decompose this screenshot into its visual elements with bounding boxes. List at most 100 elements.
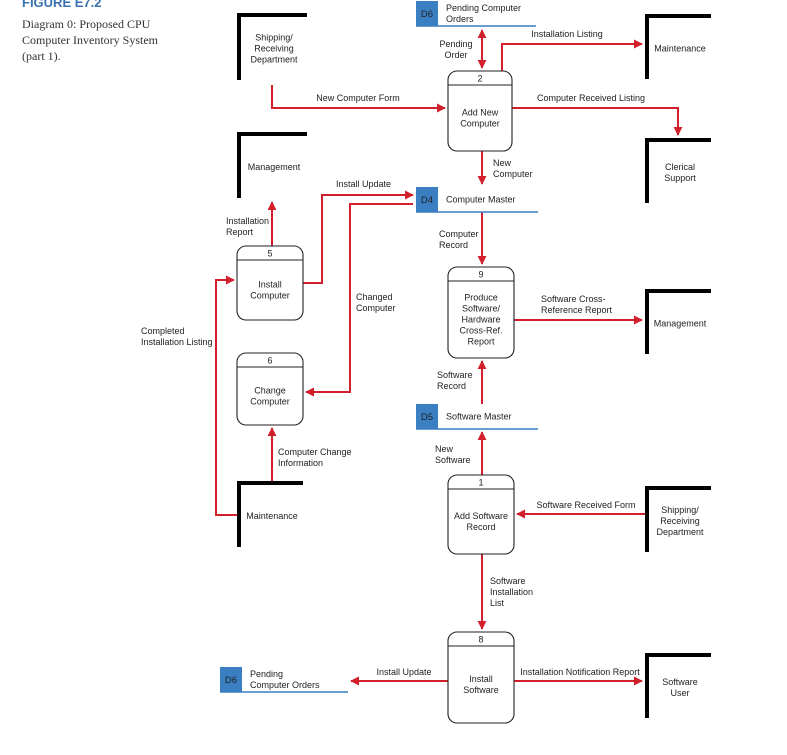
flow-label-line-2: Software (435, 455, 471, 465)
store-id-box (416, 187, 438, 212)
flow-label-install-update-bottom: Install Update (376, 667, 431, 677)
process-id: 5 (267, 249, 272, 259)
flow-label-line-1: Software Cross- (541, 294, 606, 304)
flow-label-line-2: Reference Report (541, 305, 613, 315)
entity-maintenance-top: Maintenance (645, 14, 711, 79)
entity-name-line-1: Shipping/ (255, 33, 293, 43)
flow-label-line-1: New Computer Form (316, 93, 400, 103)
flow-label-line-1: New (435, 444, 454, 454)
entity-name-line-1: Software (662, 677, 698, 687)
process-id: 9 (478, 270, 483, 280)
entity-management-right: Management (645, 289, 711, 354)
flow-label-new-computer-form: New Computer Form (316, 93, 400, 103)
flow-line-computer-received (512, 107, 683, 136)
process-1-name-line-2: Record (466, 522, 495, 532)
flow-label-line-1: Computer (439, 229, 479, 239)
flow-label-line-2: Computer (493, 169, 533, 179)
process-6-name-line-1: Change (254, 386, 286, 396)
flow-label-line-1: Software (490, 576, 526, 586)
flow-label-line-1: Installation Notification Report (520, 667, 640, 677)
store-id-box (220, 667, 242, 692)
store-body (438, 187, 538, 212)
process-box (447, 266, 515, 359)
flow-label-line-1: Install Update (336, 179, 391, 189)
flow-label-software-cross-ref: Software Cross-Reference Report (541, 294, 613, 315)
process-1-name-line-1: Add Software (454, 511, 508, 521)
flow-label-install-update-top: Install Update (336, 179, 391, 189)
process-9-name-line-5: Report (467, 337, 495, 347)
process-id: 6 (267, 356, 272, 366)
figure-caption-line-3: (part 1). (22, 49, 61, 63)
store-body (242, 667, 348, 692)
process-box (236, 245, 304, 321)
entity-face (241, 485, 303, 547)
store-id: D4 (421, 195, 433, 206)
entity-name-line-1: Management (654, 319, 707, 329)
entity-face (649, 657, 711, 718)
process-id: 2 (477, 74, 482, 84)
process-9: 9ProduceSoftware/HardwareCross-Ref.Repor… (447, 266, 515, 359)
figure-caption: Diagram 0: Proposed CPU Computer Invento… (22, 17, 159, 63)
process-id: 1 (478, 478, 483, 488)
flow-label-line-2: Installation Listing (141, 337, 213, 347)
figure-caption-line-2: Computer Inventory System (22, 33, 159, 47)
entity-face (649, 18, 711, 79)
flow-label-line-1: Pending (439, 39, 472, 49)
flow-label-software-received-form: Software Received Form (536, 500, 635, 510)
store-name-line-1: Pending Computer (446, 3, 521, 13)
process-9-name-line-1: Produce (464, 293, 498, 303)
flow-label-line-2: Computer (356, 303, 396, 313)
entity-name-line-1: Maintenance (654, 44, 706, 54)
process-9-name-line-2: Software/ (462, 304, 501, 314)
process-8-name-line-1: Install (469, 674, 493, 684)
flow-lines-layer (215, 29, 683, 686)
flow-line-completed-install (215, 275, 241, 516)
entity-name-line-1: Management (248, 162, 301, 172)
store-body (438, 404, 538, 429)
store-name-line-2: Orders (446, 14, 474, 24)
entity-name-line-1: Clerical (665, 162, 695, 172)
flow-line-install-listing (501, 39, 643, 71)
process-8-name-line-2: Software (463, 685, 499, 695)
entity-name-line-1: Shipping/ (661, 505, 699, 515)
process-id: 8 (478, 635, 483, 645)
process-box (236, 352, 304, 426)
process-box (447, 70, 513, 152)
process-2-name-line-2: Computer (460, 119, 500, 129)
process-box (447, 631, 515, 724)
flow-label-line-1: Install Update (376, 667, 431, 677)
process-6-name-line-2: Computer (250, 397, 290, 407)
store-name-line-1: Software Master (446, 412, 512, 422)
store-body (438, 1, 536, 26)
store-id: D6 (421, 9, 433, 20)
process-box (447, 474, 515, 555)
process-9-name-line-4: Cross-Ref. (459, 326, 502, 336)
entity-name-line-2: User (670, 688, 689, 698)
flow-label-line-1: Computer Received Listing (537, 93, 645, 103)
entity-name-line-2: Receiving (254, 44, 294, 54)
flow-label-line-1: Software Received Form (536, 500, 635, 510)
store-name-line-1: Computer Master (446, 195, 516, 205)
flow-label-line-1: Computer Change (278, 447, 352, 457)
figure-caption-line-1: Diagram 0: Proposed CPU (22, 17, 151, 31)
entity-management-left: Management (237, 132, 307, 198)
process-5-name-line-1: Install (258, 280, 282, 290)
flow-label-line-1: Installation (226, 216, 269, 226)
store-name-line-1: Pending (250, 669, 283, 679)
flow-label-line-2: Installation (490, 587, 533, 597)
entity-face (649, 293, 711, 354)
